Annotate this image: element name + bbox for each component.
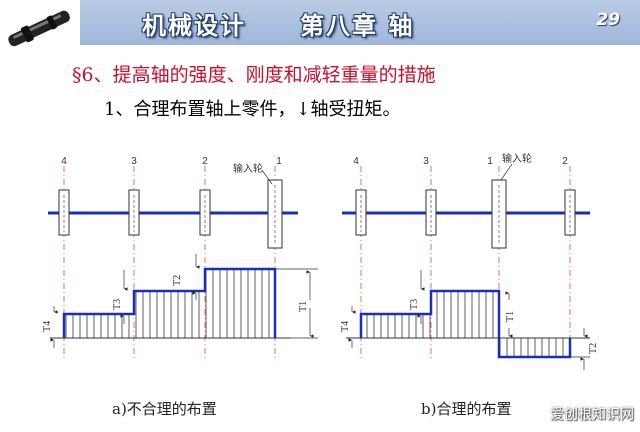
torque-fill-a [64,269,275,338]
shaft-icon [8,10,70,47]
wheel-number: 4 [61,156,67,167]
wheel-number: 1 [276,156,282,167]
diagram-a: 4 3 2 1 输入轮 T4 T3 T2 T1 [42,156,318,360]
torque-fill-b-neg [499,338,570,357]
header-bar [0,0,640,45]
input-wheel-label: 输入轮 [502,152,532,165]
torque-label-T3: T3 [409,299,420,310]
torque-outline-b [359,289,572,359]
wheel-1-b [491,179,507,249]
diagram-b: 4 3 1 2 输入轮 T4 T3 T1 T2 [340,152,599,370]
wheel-1-a [267,179,283,249]
page-number: 29 [596,10,620,30]
subheading: 1、合理布置轴上零件，↓轴受扭矩。 [104,99,401,120]
caption-a: a)不合理的布置 [112,400,217,418]
wheel-number: 4 [353,156,359,167]
logo [0,0,80,56]
torque-label-T2: T2 [588,343,599,354]
torque-outline-a [62,267,277,338]
wheel-number: 1 [487,156,493,167]
chapter-title: 第八章 轴 [300,11,415,40]
section-heading: §6、提高轴的强度、刚度和减轻重量的措施 [72,64,436,86]
torque-label-T4: T4 [340,321,351,332]
watermark: 爱创根知识网 [550,407,634,423]
wheel-number: 2 [202,156,208,167]
torque-label-T2: T2 [172,275,183,286]
wheel-number: 2 [562,156,568,167]
input-wheel-label: 输入轮 [233,162,263,175]
caption-b: b)合理的布置 [421,400,512,418]
torque-label-T1: T1 [505,311,516,322]
course-title: 机械设计 [142,11,246,40]
torque-label-T3: T3 [112,299,123,310]
wheel-number: 3 [131,156,137,167]
torque-label-T1: T1 [298,301,309,312]
torque-label-T4: T4 [42,321,53,332]
wheel-number: 3 [423,156,429,167]
